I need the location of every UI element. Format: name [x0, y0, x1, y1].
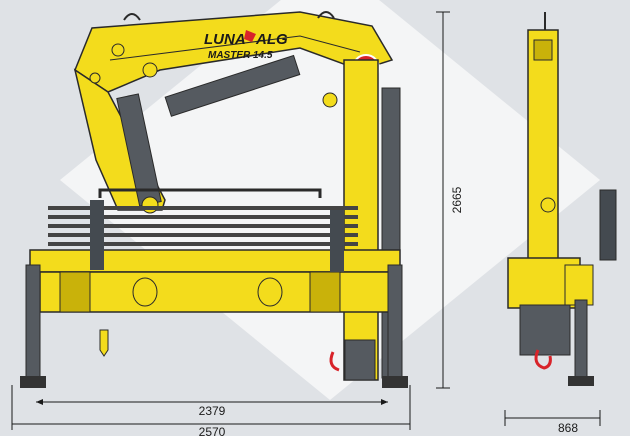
side-view — [507, 12, 617, 386]
side-leg — [574, 299, 588, 381]
front-view: LUNA ALG MASTER 14.5 — [20, 11, 408, 388]
inner-width-label: 2379 — [199, 404, 226, 418]
pivot-bolt — [111, 43, 125, 57]
upright-post — [90, 200, 104, 270]
side-boom-head — [533, 39, 553, 61]
side-width-dimension: 868 — [504, 410, 601, 435]
boom-cylinder — [164, 54, 301, 117]
side-winch — [519, 304, 571, 356]
side-control-bank — [599, 189, 617, 261]
pivot-bolt — [89, 72, 101, 84]
side-boom — [527, 29, 559, 261]
height-dimension: 2665 — [436, 11, 464, 389]
brand-mark — [244, 30, 256, 42]
lever-rod — [48, 215, 358, 219]
brand-name-left: LUNA — [204, 31, 246, 48]
height-dimension-label: 2665 — [450, 186, 464, 213]
hook-icon — [329, 351, 340, 372]
outer-width-label: 2570 — [199, 425, 226, 436]
lift-hook-left — [123, 13, 141, 21]
brand-logo: LUNA ALG MASTER 14.5 — [204, 30, 288, 61]
lift-hook-right — [317, 11, 335, 19]
upright-post — [330, 210, 344, 272]
column-pivot — [141, 196, 159, 214]
boom-edge-line — [109, 35, 361, 61]
outrigger-leg-right — [387, 264, 403, 381]
lever-rod — [48, 224, 358, 228]
arrowhead — [381, 399, 388, 405]
extension-arm — [343, 59, 379, 381]
lever-rod — [48, 242, 358, 246]
lever-guard — [98, 188, 322, 198]
outrigger-foot-right — [382, 376, 408, 388]
side-foot — [568, 376, 594, 386]
pivot-bolt — [322, 92, 338, 108]
outrigger-box — [309, 271, 341, 313]
side-hook-icon — [534, 349, 552, 370]
pivot-bolt — [142, 62, 158, 78]
lever-rod — [48, 233, 358, 237]
frame-hole — [132, 277, 158, 307]
brand-name-right: ALG — [255, 31, 288, 48]
hitch-pin — [99, 329, 109, 357]
base-frame-top — [29, 249, 401, 273]
side-outrigger-box — [564, 264, 594, 306]
model-name: MASTER 14.5 — [208, 50, 273, 61]
frame-hole — [257, 277, 283, 307]
inner-width-dimension: 2379 — [36, 399, 388, 418]
outrigger-box — [59, 271, 91, 313]
side-pivot — [540, 197, 556, 213]
control-levers — [48, 188, 358, 246]
outrigger-leg-left — [25, 264, 41, 381]
outer-width-dimension: 2570 — [11, 385, 411, 436]
outrigger-foot-left — [20, 376, 46, 388]
hook-block — [344, 339, 376, 381]
lever-rod — [48, 206, 358, 210]
side-width-label: 868 — [558, 421, 578, 435]
arrowhead — [36, 399, 43, 405]
